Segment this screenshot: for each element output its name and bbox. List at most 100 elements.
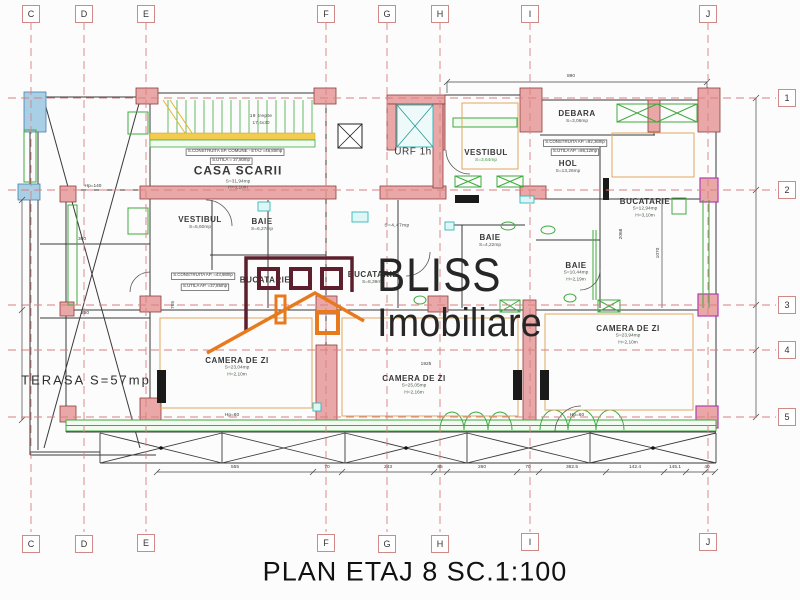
dim-bottom-7: 142.4 [628,464,642,470]
room-label-vestibul-center: VESTIBUL S=3,64mp [464,148,508,164]
room-area: S=4,47mp [384,223,410,229]
grid-col-bottom-f: F [317,534,335,552]
room-height: H=2,16m [404,390,424,396]
grid-row-5: 5 [778,408,796,426]
annotation-ap-left-utila: S.UTILA AP. =37,85mp [180,283,230,291]
room-area: S=8,39mp [361,279,385,285]
annotation-ap-right-utila: S.UTILA AP. =86,12mp [550,148,600,156]
grid-col-top-d: D [75,5,93,23]
grid-row-4: 4 [778,341,796,359]
room-name: BAIE [251,217,273,227]
room-name: BUCATARIE [619,196,671,206]
room-area: S=23,04mp [224,365,250,371]
stairs [149,99,316,148]
watermark-bliss: BLISS [377,248,502,301]
room-name: CAMERA DE ZI [382,373,446,383]
grid-col-top-i: I [521,5,539,23]
watermark-imobiliare: Imobiliare [377,301,542,345]
annotation-sp-utila: S.UTILA = 37,80mp [209,157,253,165]
room-name: VESTIBUL [464,148,508,158]
room-label-debara: DEBARA S=3,06mp [558,109,595,125]
dim-1070: 1070 [655,247,661,259]
room-name: CAMERA DE ZI [205,355,269,365]
room-label-camera-right: CAMERA DE ZI S=23,94mp H=2,10m [596,324,659,346]
room-height: H=2,10m [618,340,638,346]
dim-bottom-3: 85 [437,464,443,470]
room-label-small: S=4,47mp [381,223,413,230]
dim-bottom-6: 362.5 [565,464,579,470]
room-name: BUCATARIE [347,270,399,280]
dim-hp60-left: Hp=60 [224,412,240,418]
room-area: S=4,22mp [478,242,502,248]
annotation-sp-comune: S.CONSTRUITA SP. COMUNE - ETAJ =46,80mp [185,148,285,156]
room-area: S=3,64mp [474,157,498,163]
room-label-bucatarie-center: BUCATARIE S=8,39mp [348,270,398,286]
dim-bottom-1: 70 [324,464,330,470]
dim-bottom-8: 145.1 [668,464,682,470]
magenta-piers [695,177,719,429]
grid-col-top-c: C [22,5,40,23]
room-name: CAMERA DE ZI [596,323,660,333]
dim-bottom-4: 260 [477,464,487,470]
room-name: URF 1h [394,146,432,158]
room-area: S=23,94mp [615,333,641,339]
room-name: BUCATARIE [239,275,291,285]
room-label-camera-center: CAMERA DE ZI S=25,05mp H=2,16m [382,374,445,396]
dim-260: 260 [80,310,90,316]
dimension-lines [18,78,760,476]
black-bars [157,178,609,403]
dim-2068: 2068 [618,228,624,240]
room-label-urf: URF 1h [394,146,431,158]
room-label-hol: HOL S=13,26mp [553,159,584,175]
grid-col-bottom-j: J [699,533,717,551]
windows-green [23,103,717,432]
room-height: H=2,19m [566,277,586,283]
room-area: S=10,44mp [563,270,589,276]
room-area: S=12,94mp [632,206,658,212]
room-name: BAIE [565,260,587,270]
grid-col-bottom-c: C [22,535,40,553]
room-label-terasa: TERASA S=57mp [21,372,151,388]
room-name: CASA SCARII [193,163,283,178]
room-label-baie-center: BAIE S=4,22mp [476,233,504,249]
grid-col-top-g: G [378,5,396,23]
room-height: H=3,10m [228,185,248,191]
dim-360: 360 [77,236,87,242]
grid-row-2: 2 [778,181,796,199]
room-area: S=5,60mp [188,224,212,230]
room-label-camera-left: CAMERA DE ZI S=23,04mp H=2,10m [205,356,268,378]
plan-title: PLAN ETAJ 8 SC.1:100 [262,556,568,587]
dim-bottom-9: 40 [704,464,710,470]
note-line2: 17,4x30 [252,120,270,126]
room-area: S=13,26mp [555,168,581,174]
dim-hp60-right: Hp=60 [569,412,585,418]
annotation-ap-right-constr: S.CONSTRUITA AP. =92,36mp [543,139,607,147]
room-name: DEBARA [558,109,596,119]
note-line1: 19 trepte [249,113,273,119]
pink-walls [59,87,721,430]
room-label-baie-right: BAIE S=10,44mp H=2,19m [561,261,592,283]
room-label-baie-left: BAIE S=6,27mp [248,217,276,233]
dim-bottom-5: 70 [525,464,531,470]
stairs-note: 19 trepte 17,4x30 [247,113,275,126]
grid-col-bottom-d: D [75,535,93,553]
blue-piers [17,91,47,201]
room-name: VESTIBUL [178,215,222,225]
room-area: S=25,05mp [401,383,427,389]
room-label-vestibul-left: VESTIBUL S=5,60mp [178,215,222,231]
room-label-casa-scarii: CASA SCARII S=31,94mp H=3,10m [193,163,283,192]
dim-890: 890 [566,73,576,79]
room-label-bucatarie-left: BUCATARIE [240,275,290,284]
room-name: BAIE [479,233,501,243]
grid-col-top-f: F [317,5,335,23]
room-name: HOL [558,159,578,169]
room-height: H=2,10m [227,372,247,378]
grid-row-1: 1 [778,89,796,107]
room-label-bucatarie-right: BUCATARIE S=12,94mp H=3,10m [620,197,670,219]
room-area: S=6,27mp [250,226,274,232]
grid-col-bottom-e: E [137,534,155,552]
grid-col-top-h: H [431,5,449,23]
room-height: H=3,10m [635,213,655,219]
